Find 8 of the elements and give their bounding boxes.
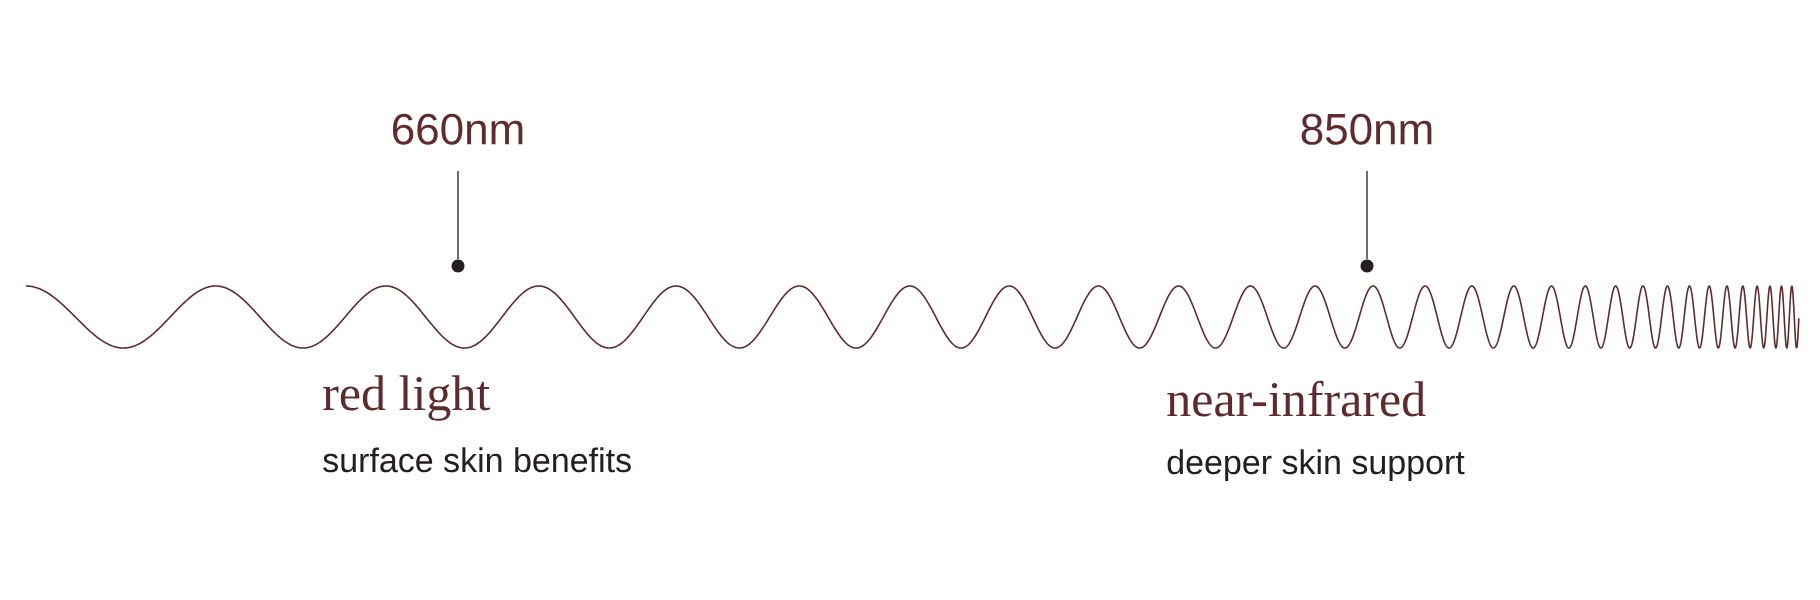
heading: near-infrared bbox=[1167, 380, 1426, 417]
description: surface skin benefits bbox=[323, 447, 631, 473]
description: deeper skin support bbox=[1167, 449, 1465, 482]
wavelength-label: 850nm bbox=[1301, 113, 1432, 145]
leader-line bbox=[1366, 170, 1368, 260]
leader-line bbox=[457, 170, 459, 260]
wavelength-label: 660nm bbox=[392, 113, 523, 145]
heading: red light bbox=[323, 375, 490, 421]
